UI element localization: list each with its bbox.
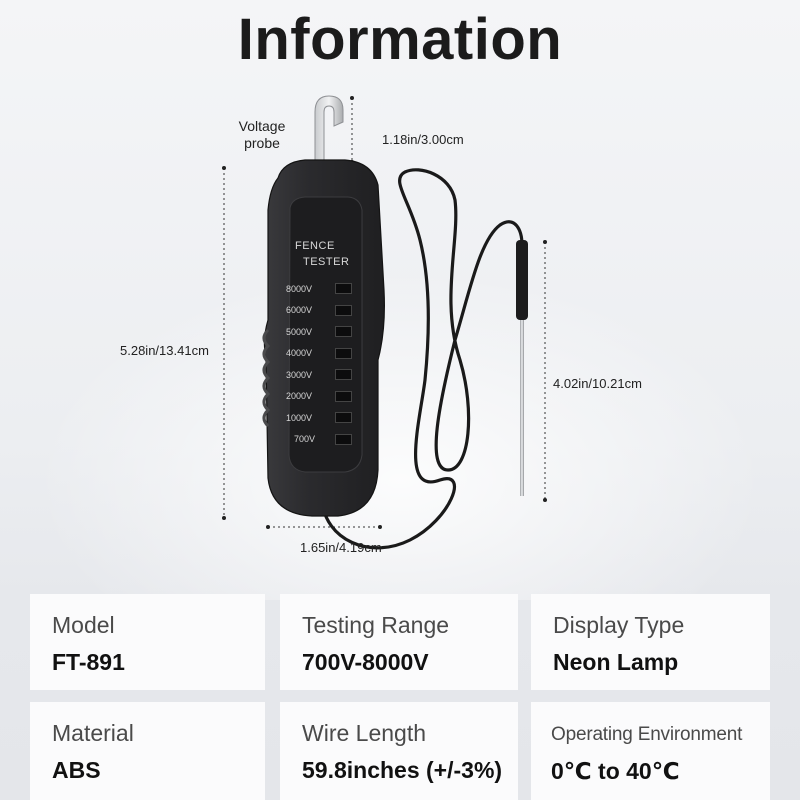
device-name-line2: TESTER (303, 256, 350, 268)
spec-value: 700V-8000V (302, 649, 429, 675)
level-label: 4000V (286, 348, 313, 359)
page-title: Information (237, 7, 563, 72)
spec-card-display-type: Display Type Neon Lamp (531, 594, 770, 690)
level-label: 700V (294, 434, 316, 445)
neon-lamp-icon (335, 369, 352, 381)
test-cable (320, 168, 524, 550)
level-row: 8000V (286, 278, 352, 300)
spec-value: 0℃ to 40℃ (551, 758, 680, 784)
spec-label: Display Type (553, 612, 685, 638)
height-dimension-label: 5.28in/13.41cm (120, 343, 209, 358)
level-label: 5000V (286, 326, 313, 337)
level-list: 8000V 6000V 5000V 4000V 3000V 2000V 1000… (286, 278, 352, 450)
spec-label: Model (52, 612, 115, 638)
probe-label-line2: probe (244, 135, 280, 151)
level-label: 6000V (286, 305, 313, 316)
spec-card-material: Material ABS (30, 702, 265, 800)
level-row: 3000V (286, 364, 352, 386)
spec-card-wire-length: Wire Length 59.8inches (+/-3%) (280, 702, 518, 800)
level-label: 1000V (286, 412, 313, 423)
spec-label: Testing Range (302, 612, 450, 638)
spec-card-testing-range: Testing Range 700V-8000V (280, 594, 518, 690)
level-row: 2000V (286, 386, 352, 408)
probe-pin (520, 320, 524, 496)
probe-dimension-label: 4.02in/10.21cm (553, 376, 642, 391)
level-label: 2000V (286, 391, 313, 402)
spec-label: Operating Environment (551, 724, 743, 745)
voltage-probe-hook (314, 95, 344, 173)
level-row: 4000V (286, 343, 352, 365)
level-row: 1000V (286, 407, 352, 429)
neon-lamp-icon (335, 412, 352, 424)
neon-lamp-icon (335, 283, 352, 295)
level-label: 8000V (286, 283, 313, 294)
level-row: 6000V (286, 300, 352, 322)
level-row: 700V (286, 429, 352, 451)
spec-value: 59.8inches (+/-3%) (302, 757, 503, 783)
fence-tester-illustration (222, 95, 547, 550)
probe-handle (516, 240, 528, 320)
spec-label: Material (52, 720, 134, 746)
spec-card-operating-environment: Operating Environment 0℃ to 40℃ (531, 702, 770, 800)
spec-label: Wire Length (302, 720, 427, 746)
neon-lamp-icon (335, 347, 352, 359)
spec-card-model: Model FT-891 (30, 594, 265, 690)
neon-lamp-icon (335, 390, 352, 402)
neon-lamp-icon (335, 304, 352, 316)
neon-lamp-icon (335, 433, 352, 445)
background-sheen (0, 0, 800, 600)
dimension-lines (223, 98, 546, 528)
spec-value: ABS (52, 757, 101, 783)
grip-ridges (262, 328, 271, 428)
display-panel (288, 196, 363, 473)
hook-dimension-label: 1.18in/3.00cm (382, 132, 464, 147)
level-label: 3000V (286, 369, 313, 380)
neon-lamp-icon (335, 326, 352, 338)
width-dimension-label: 1.65in/4.19cm (300, 540, 382, 555)
spec-value: FT-891 (52, 649, 125, 675)
device-name-line1: FENCE (295, 240, 335, 252)
spec-value: Neon Lamp (553, 649, 679, 675)
voltage-probe-label: Voltage probe (222, 118, 302, 152)
level-row: 5000V (286, 321, 352, 343)
probe-label-line1: Voltage (238, 118, 286, 134)
